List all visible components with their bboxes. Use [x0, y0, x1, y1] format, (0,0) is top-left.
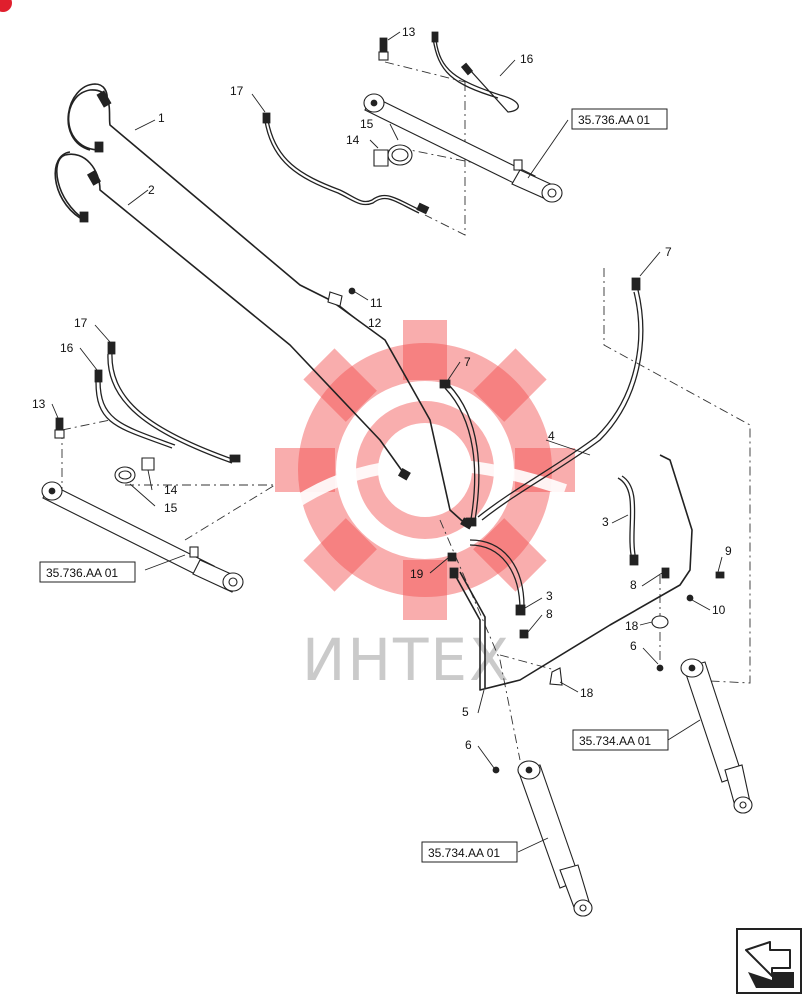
hose-16-17-left: [94, 341, 241, 464]
callout-15-left: 15: [164, 501, 178, 515]
reference-box-bottom[interactable]: 35.734.AA 01: [421, 841, 518, 863]
next-page-arrow-icon[interactable]: [736, 928, 802, 994]
callout-3-middle: 3: [546, 589, 553, 603]
hose-7-middle: [439, 379, 480, 527]
reference-box-left[interactable]: 35.736.AA 01: [39, 561, 136, 583]
reference-label: 35.736.AA 01: [46, 566, 118, 580]
pipe-5: [449, 454, 693, 691]
callout-8-right: 8: [630, 578, 637, 592]
callout-1: 1: [158, 111, 165, 125]
lift-cylinder-bottom-right: [680, 658, 753, 814]
callout-14-left: 14: [164, 483, 178, 497]
callout-18-bottom: 18: [580, 686, 594, 700]
pipe-1: [67, 83, 474, 530]
callout-16-top: 16: [520, 52, 534, 66]
boom-cylinder-top-right: [363, 93, 563, 203]
hose-17-top: [262, 112, 430, 215]
callout-17-top: 17: [230, 84, 244, 98]
callout-15-top: 15: [360, 117, 374, 131]
callout-7-middle: 7: [464, 355, 471, 369]
boom-cylinder-left: [41, 481, 244, 593]
callout-17-left: 17: [74, 316, 88, 330]
hose-3-right: [617, 475, 639, 566]
callout-11: 11: [370, 296, 383, 310]
callout-5: 5: [462, 705, 469, 719]
bracket-11-12: [327, 287, 356, 307]
hose-4: [477, 277, 644, 521]
reference-label: 35.734.AA 01: [579, 734, 651, 748]
callout-4: 4: [548, 429, 555, 443]
fitting-13-left: [54, 417, 65, 439]
hose-3-middle: [469, 539, 526, 616]
watermark-text: ИНТЕХ: [302, 626, 511, 694]
reference-box-top-right[interactable]: 35.736.AA 01: [571, 108, 668, 130]
lift-cylinder-bottom-center: [517, 760, 593, 917]
callout-8-middle: 8: [546, 607, 553, 621]
callout-13-top: 13: [402, 25, 416, 39]
callout-6-bottom: 6: [465, 738, 472, 752]
hose-16-top: [431, 31, 519, 113]
callout-10: 10: [712, 603, 726, 617]
clamp-14-15-left: [114, 457, 155, 484]
callout-19: 19: [410, 567, 424, 581]
assembly-guide-lines: [61, 61, 751, 761]
callout-16-left: 16: [60, 341, 74, 355]
leader-lines: [51, 31, 723, 853]
callout-3-right: 3: [602, 515, 609, 529]
callout-numbers: 1 2 3 3 4 5 6 6 7 7 8 8 9 10 11 12 13 13…: [32, 25, 732, 752]
fitting-13-top: [378, 37, 389, 61]
callout-2: 2: [148, 183, 155, 197]
reference-label: 35.736.AA 01: [578, 113, 650, 127]
fittings-middle: [447, 552, 725, 774]
clamp-14-15-top: [373, 144, 413, 167]
watermark-gear-logo: [275, 320, 575, 620]
callout-12: 12: [368, 316, 382, 330]
callout-7-top: 7: [665, 245, 672, 259]
callout-9: 9: [725, 544, 732, 558]
reference-label: 35.734.AA 01: [428, 846, 500, 860]
callout-13-left: 13: [32, 397, 46, 411]
callout-18-right: 18: [625, 619, 639, 633]
pipe-2: [54, 151, 411, 481]
callout-14-top: 14: [346, 133, 360, 147]
callout-6-right: 6: [630, 639, 637, 653]
reference-box-right[interactable]: 35.734.AA 01: [572, 729, 669, 751]
corner-badge: [0, 0, 12, 12]
